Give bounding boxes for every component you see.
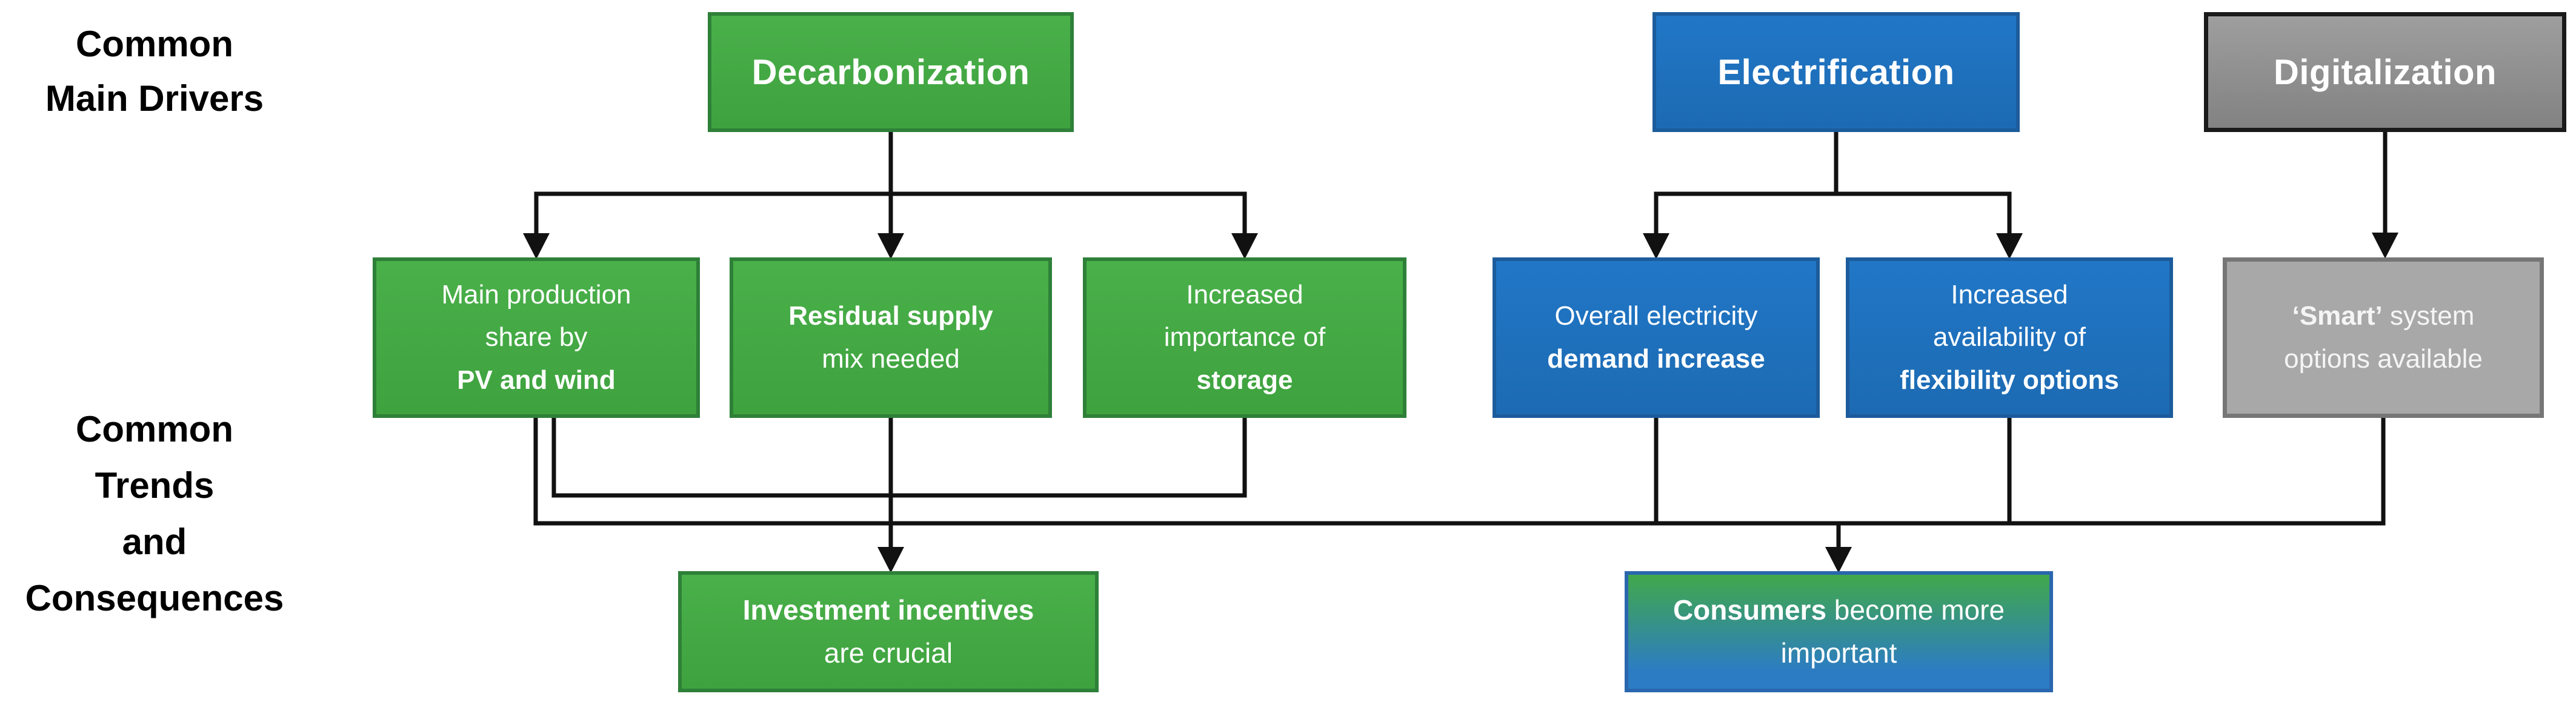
node-digitalization-label: Digitalization <box>2274 52 2497 92</box>
arrowhead-smart <box>2372 233 2398 259</box>
node-electrification-label: Electrification <box>1717 52 1955 92</box>
node-decarbonization: Decarbonization <box>708 12 1074 132</box>
arrowhead-storage <box>1231 233 1258 259</box>
node-decarbonization-label: Decarbonization <box>751 52 1030 92</box>
arrowhead-residual <box>877 233 904 259</box>
arrowhead-flexibility <box>1996 233 2023 259</box>
node-electrification: Electrification <box>1652 12 2020 132</box>
arrowhead-investment <box>877 547 904 573</box>
arrowhead-pv-wind <box>523 233 550 259</box>
arrowhead-consumers <box>1825 547 1852 573</box>
node-digitalization: Digitalization <box>2204 12 2566 132</box>
arrowhead-demand <box>1643 233 1669 259</box>
